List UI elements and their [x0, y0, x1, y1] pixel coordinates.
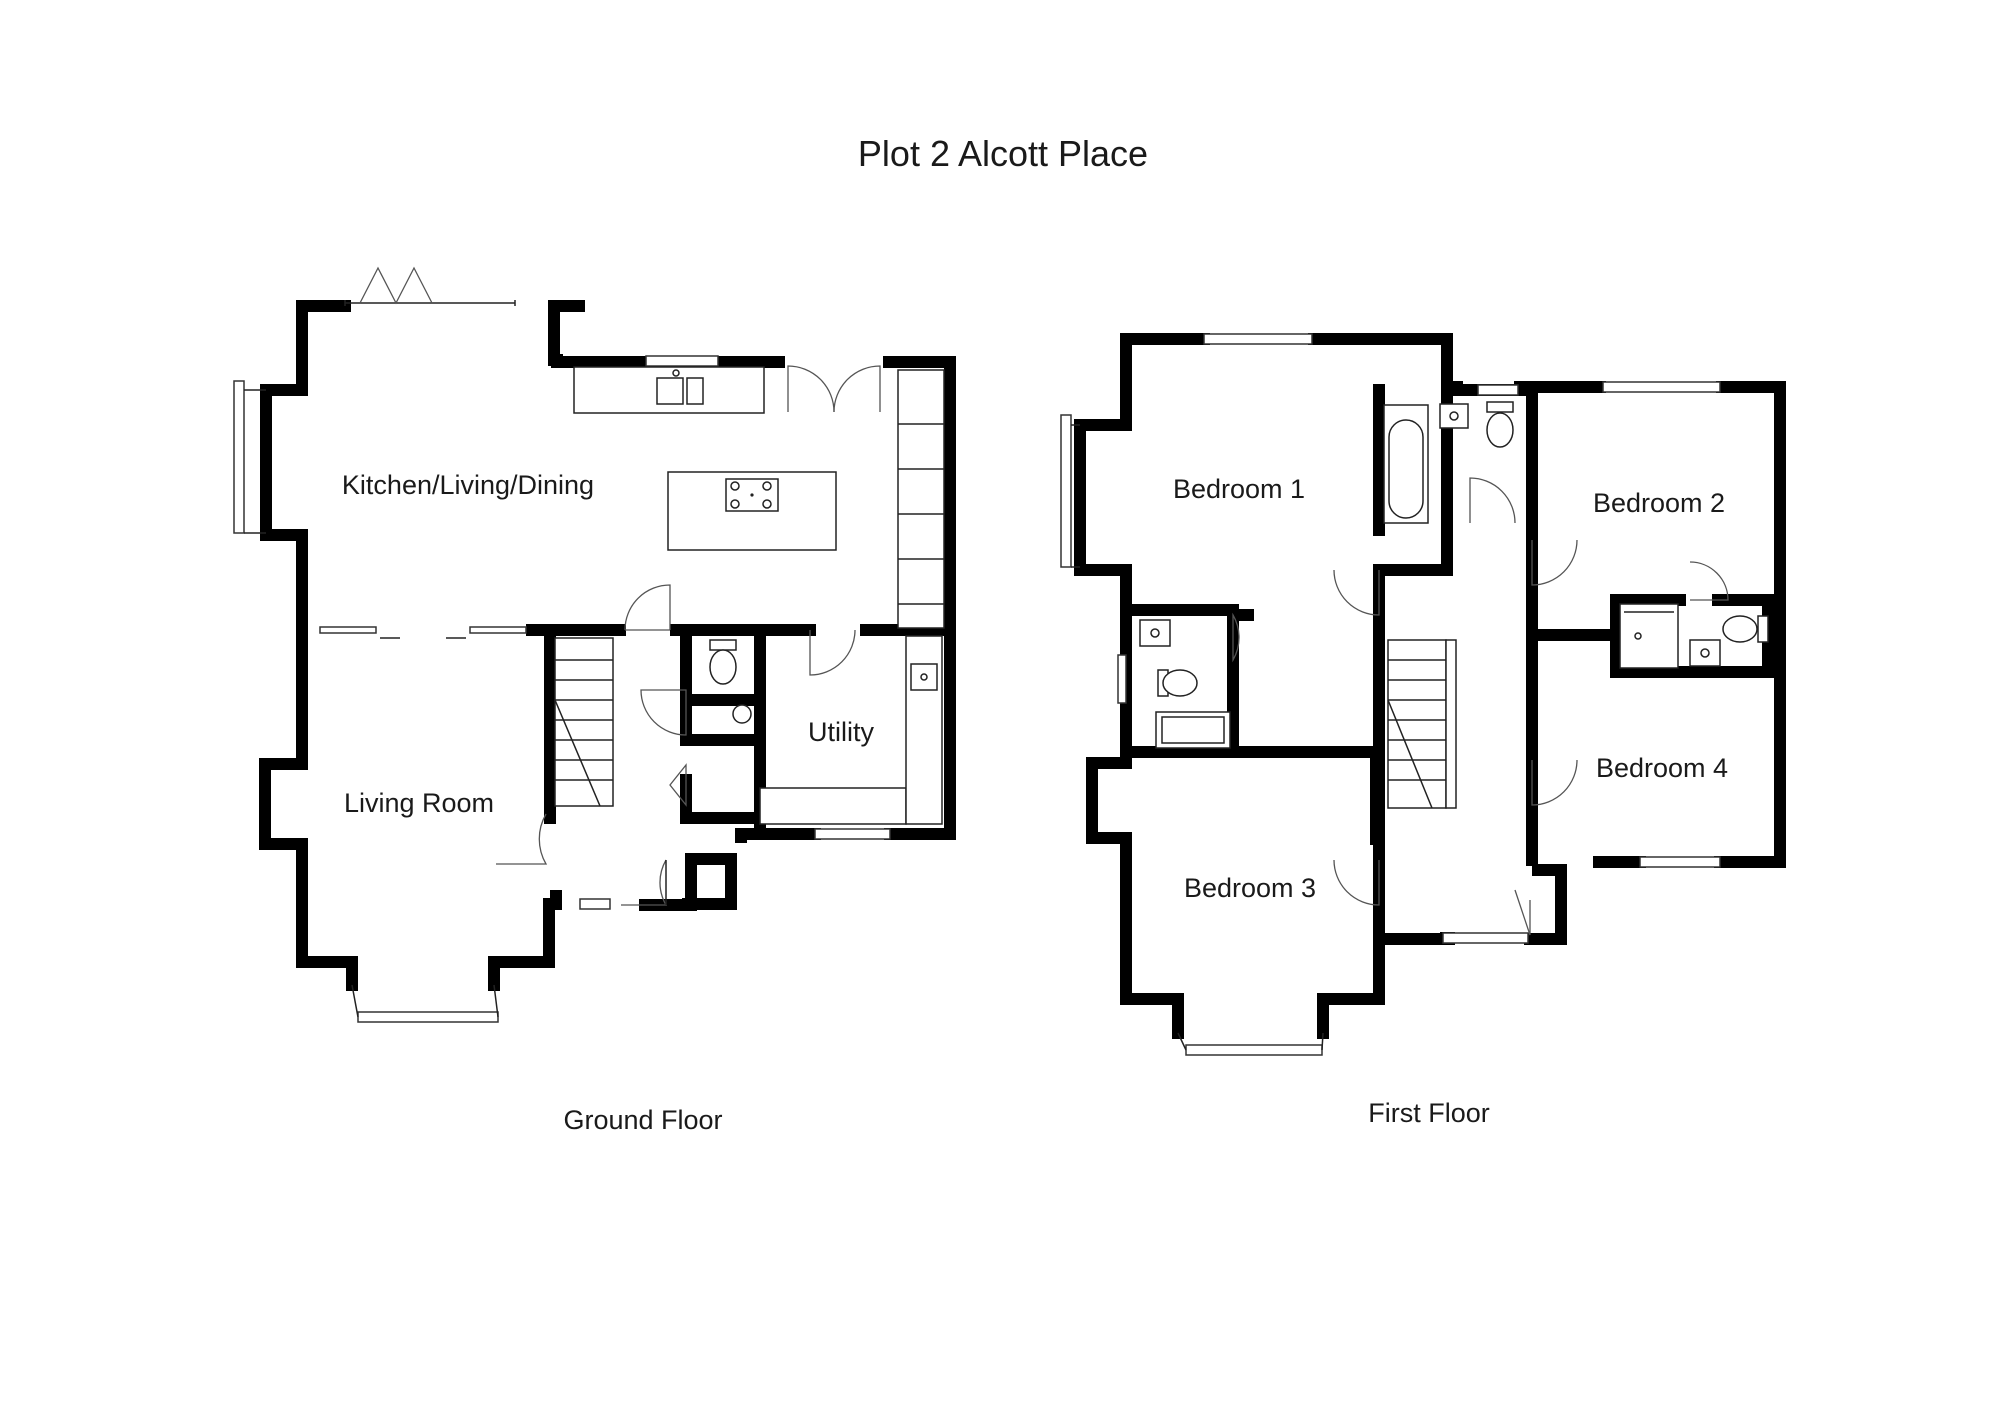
- sliding-doors-icon: [319, 626, 527, 639]
- bedroom4-window: [1639, 856, 1721, 868]
- ensuite2-shower-icon: [1619, 603, 1679, 669]
- landing-window: [1442, 932, 1529, 944]
- ground-floor-plan: [233, 266, 956, 1023]
- kitchen-staircase: [897, 369, 945, 629]
- cupboard-door: [669, 763, 687, 807]
- room-label-kitchen: Kitchen/Living/Dining: [342, 470, 594, 500]
- landing-staircase: [1387, 639, 1457, 809]
- living-bay-window: [357, 1011, 499, 1023]
- bifold-doors-icon: [344, 266, 516, 306]
- ensuite1-door: [1232, 612, 1240, 663]
- ground-wc-toilet-icon: [709, 639, 737, 685]
- hall-door-1: [624, 584, 671, 631]
- ensuite2-toilet-icon: [1722, 615, 1769, 643]
- first-floor-plan: [1060, 333, 1786, 1056]
- first-floor-label: First Floor: [1368, 1098, 1490, 1128]
- plan-title: Plot 2 Alcott Place: [858, 133, 1148, 174]
- room-label-bedroom4: Bedroom 4: [1596, 753, 1728, 783]
- bedroom1-door: [1333, 569, 1380, 616]
- room-label-bedroom2: Bedroom 2: [1593, 488, 1725, 518]
- utility-worktop: [759, 787, 907, 825]
- room-label-utility: Utility: [808, 717, 874, 747]
- french-doors-icon: [787, 365, 881, 413]
- ensuite1-basin-icon: [1139, 619, 1171, 647]
- ground-floor-label: Ground Floor: [563, 1105, 722, 1135]
- utility-door: [809, 629, 856, 676]
- landing-cupboard-door: [1514, 889, 1531, 936]
- bedroom1-top-window: [1203, 333, 1313, 345]
- hall-window: [579, 898, 611, 910]
- ground-floor-outer-wall: [259, 300, 956, 991]
- kitchen-sink-icon: [656, 369, 704, 405]
- main-bath-icon: [1383, 404, 1429, 524]
- kitchen-top-window: [645, 355, 719, 367]
- wc-door: [640, 689, 687, 736]
- room-label-bedroom1: Bedroom 1: [1173, 474, 1305, 504]
- room-label-bedroom3: Bedroom 3: [1184, 873, 1316, 903]
- bedroom2-door: [1531, 539, 1578, 586]
- bedroom2-top-window: [1602, 381, 1721, 393]
- kitchen-left-window: [233, 380, 245, 534]
- ensuite1-bath-icon: [1155, 711, 1231, 749]
- main-toilet-icon: [1486, 401, 1514, 448]
- front-door: [621, 859, 668, 906]
- hall-staircase: [554, 637, 614, 807]
- ensuite-window: [1117, 654, 1127, 704]
- room-label-living-room: Living Room: [344, 788, 494, 818]
- ensuite1-toilet-icon: [1157, 669, 1198, 697]
- bedroom3-door: [1333, 859, 1380, 906]
- living-room-door: [496, 813, 548, 865]
- utility-sink-icon: [910, 663, 938, 691]
- main-basin-icon: [1439, 403, 1469, 429]
- bedroom4-door: [1531, 759, 1578, 806]
- utility-window: [814, 828, 891, 840]
- bathroom-door: [1469, 477, 1516, 524]
- ground-wc-basin-icon: [732, 704, 752, 724]
- bedroom1-side-window: [1060, 414, 1072, 568]
- bedroom3-bay-window: [1185, 1044, 1323, 1056]
- hob-icon: [725, 478, 779, 512]
- ensuite2-door: [1689, 561, 1729, 601]
- ensuite2-basin-icon: [1689, 639, 1721, 667]
- bathroom-window: [1477, 384, 1519, 396]
